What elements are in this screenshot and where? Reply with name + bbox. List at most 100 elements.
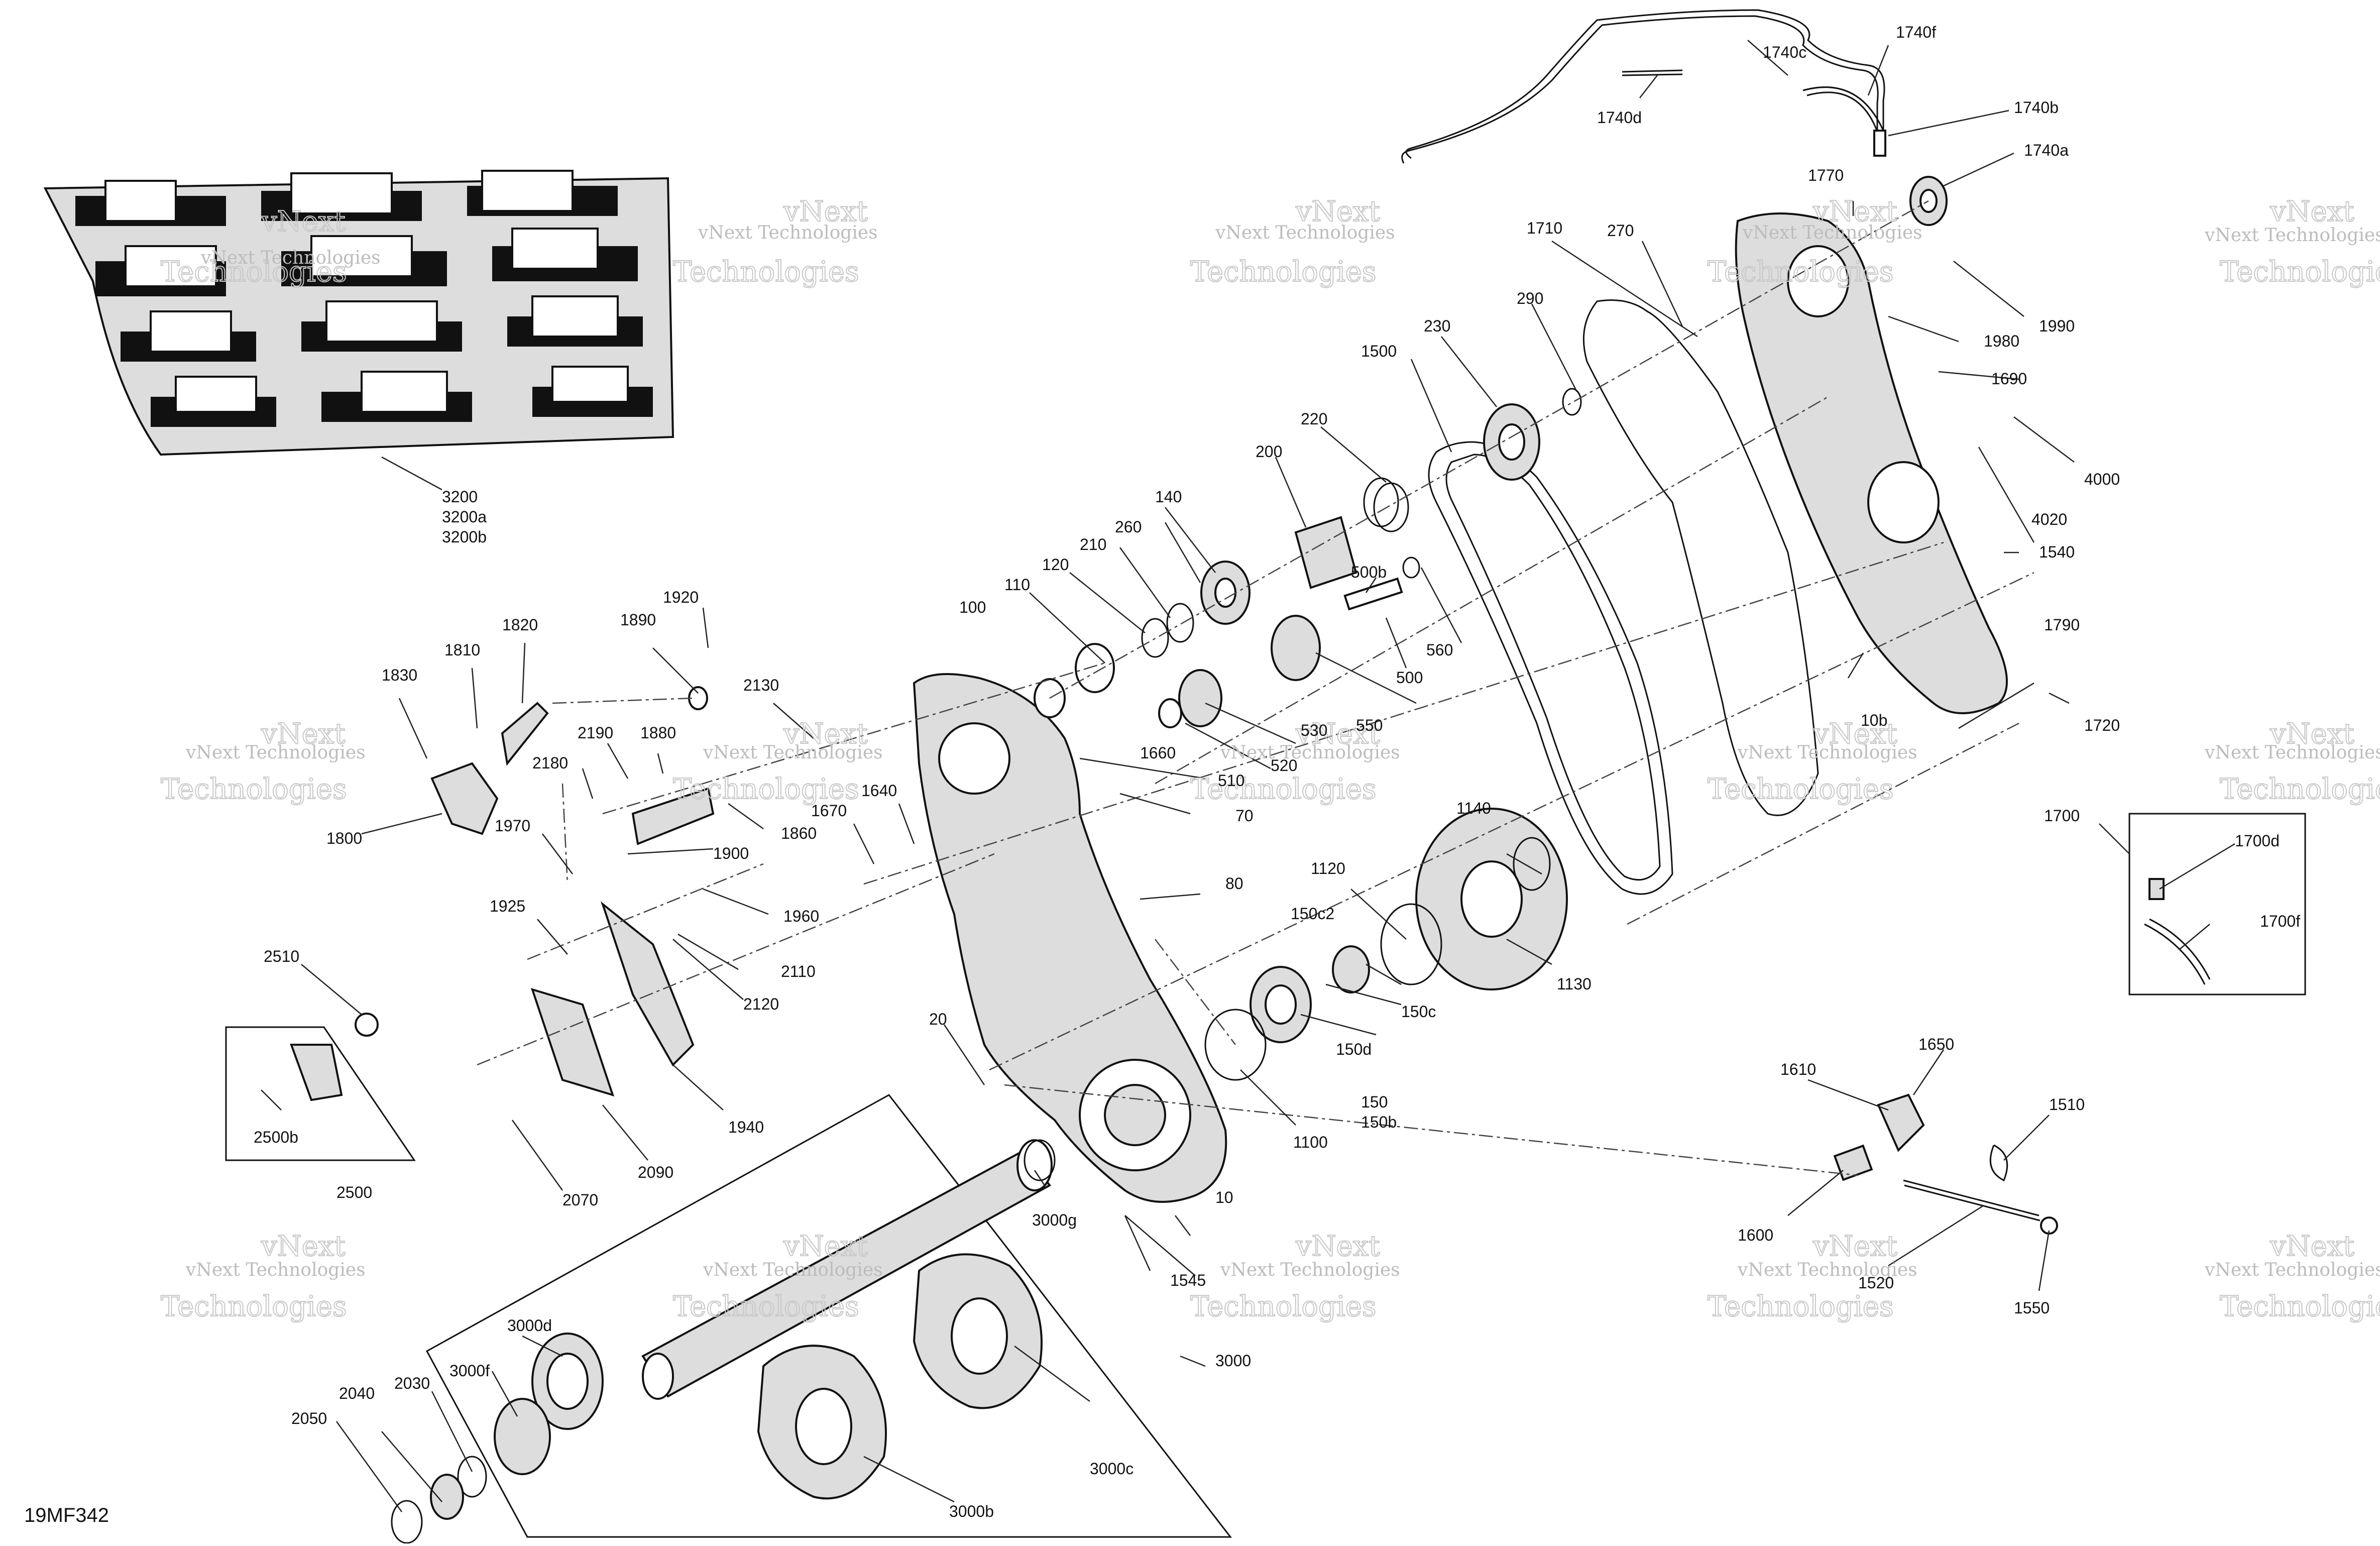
callout-label: 500b: [1351, 563, 1387, 581]
callout-label: 3200b: [442, 528, 487, 546]
callout-label: 3000f: [449, 1362, 490, 1380]
callout-label: 200: [1256, 443, 1282, 461]
watermark: vNext: [261, 205, 346, 238]
shift-linkage: [290, 686, 715, 1101]
callout-label: 150b: [1361, 1113, 1397, 1131]
watermark: vNext Technologies: [200, 248, 381, 268]
watermark: vNext: [783, 718, 868, 750]
callout-label: 1700: [2044, 807, 2080, 825]
callout-label: 1720: [2084, 716, 2120, 734]
callout-label: 560: [1426, 641, 1453, 659]
callout-label: 3000b: [949, 1502, 994, 1520]
watermark: Technologies: [1190, 1290, 1377, 1323]
watermark: vNext Technologies: [1737, 742, 1917, 763]
callout-label: 290: [1517, 289, 1543, 307]
bracket-2500: [225, 1026, 416, 1161]
watermark: vNext: [1812, 718, 1897, 750]
callout-label: 1860: [781, 824, 817, 842]
callout-label: 1520: [1858, 1274, 1894, 1292]
watermark: Technologies: [1708, 773, 1894, 806]
callout-label: 1830: [382, 666, 417, 684]
callout-label: 150d: [1336, 1040, 1372, 1058]
watermark: Technologies: [673, 773, 859, 806]
gears: [1034, 388, 1582, 1081]
callout-label: 150c: [1401, 1003, 1436, 1021]
callout-label: 1690: [1991, 370, 2027, 388]
watermark: vNext Technologies: [185, 1260, 366, 1280]
watermark: Technologies: [161, 1290, 347, 1323]
callout-label: 1770: [1808, 166, 1844, 184]
chaincase-10: [913, 673, 1227, 1203]
watermark: Technologies: [2220, 773, 2380, 806]
callout-label: 1990: [2039, 317, 2075, 335]
watermark: Technologies: [2220, 1290, 2380, 1323]
callout-label: 150c2: [1291, 905, 1334, 923]
hose-1740: [1401, 9, 1948, 226]
callout-label: 1550: [2014, 1299, 2050, 1317]
track-3200: [43, 170, 674, 491]
callout-label: 70: [1235, 807, 1254, 825]
leader-lines: [261, 40, 2235, 1512]
callout-label: 1120: [1311, 859, 1345, 877]
callout-label: 2110: [781, 962, 816, 980]
callout-label: 4000: [2084, 470, 2120, 488]
watermark: Technologies: [673, 1290, 859, 1323]
callout-label: 2070: [562, 1191, 598, 1209]
callout-label: 1660: [1140, 744, 1176, 762]
callout-label: 1740c: [1763, 43, 1806, 61]
watermark: vNext: [261, 1230, 346, 1263]
callout-label: 1960: [783, 907, 819, 925]
watermark: vNext: [2270, 195, 2354, 228]
watermark: vNext: [1812, 195, 1897, 228]
watermark: vNext: [1812, 1230, 1897, 1263]
callout-label: 510: [1218, 771, 1244, 790]
cover-10b: [1735, 212, 2008, 714]
callout-label: 3000g: [1032, 1211, 1077, 1229]
watermark: Technologies: [1708, 256, 1894, 288]
watermark: vNext Technologies: [698, 223, 878, 243]
watermark: Technologies: [161, 773, 347, 806]
callout-label: 20: [929, 1010, 947, 1028]
callout-label: 1740b: [2014, 98, 2059, 117]
callout-label: 1810: [444, 641, 480, 659]
watermark: vNext: [783, 195, 868, 228]
callout-label: 1820: [502, 616, 538, 634]
callout-label: 1130: [1557, 975, 1592, 993]
callout-label: 1140: [1456, 799, 1491, 817]
watermarks: vNext Technologies vNext Technologies vN…: [160, 195, 2380, 1323]
callout-label: 3000: [1215, 1352, 1251, 1370]
callout-label: 1980: [1984, 332, 2019, 350]
callout-label: 520: [1271, 756, 1297, 775]
watermark: vNext: [1295, 1230, 1380, 1263]
watermark: vNext Technologies: [1215, 223, 1395, 243]
callout-label: 2090: [638, 1163, 673, 1181]
watermark: vNext Technologies: [1742, 223, 1922, 243]
callout-label: 1700d: [2235, 832, 2280, 850]
watermark: vNext Technologies: [2204, 225, 2380, 246]
callout-label: 1880: [640, 724, 676, 742]
watermark: vNext Technologies: [1220, 1260, 1400, 1280]
callout-label: 1545: [1170, 1271, 1206, 1289]
callout-label: 3000c: [1090, 1460, 1134, 1478]
callout-label: 500: [1396, 669, 1423, 687]
callout-label: 1510: [2049, 1095, 2085, 1114]
watermark: vNext: [1295, 195, 1380, 228]
callout-label: 1940: [728, 1118, 764, 1136]
watermark: vNext: [2270, 1230, 2354, 1263]
callout-label: 1100: [1293, 1133, 1328, 1151]
callout-label: 2500b: [254, 1128, 298, 1146]
callout-label: 1740a: [2024, 141, 2069, 159]
reference-code: 19MF342: [24, 1504, 109, 1526]
watermark: vNext: [261, 718, 346, 750]
callout-label: 120: [1042, 556, 1069, 574]
callout-label: 1500: [1361, 342, 1397, 360]
callout-label: 2050: [291, 1409, 327, 1427]
watermark: vNext Technologies: [1737, 1260, 1917, 1280]
callout-label: 1925: [490, 897, 525, 915]
watermark: vNext: [1295, 718, 1380, 750]
callout-label: 10: [1215, 1188, 1233, 1206]
callout-label: 260: [1115, 518, 1142, 536]
callout-label: 2120: [743, 995, 779, 1013]
callout-label: 1900: [713, 844, 749, 862]
